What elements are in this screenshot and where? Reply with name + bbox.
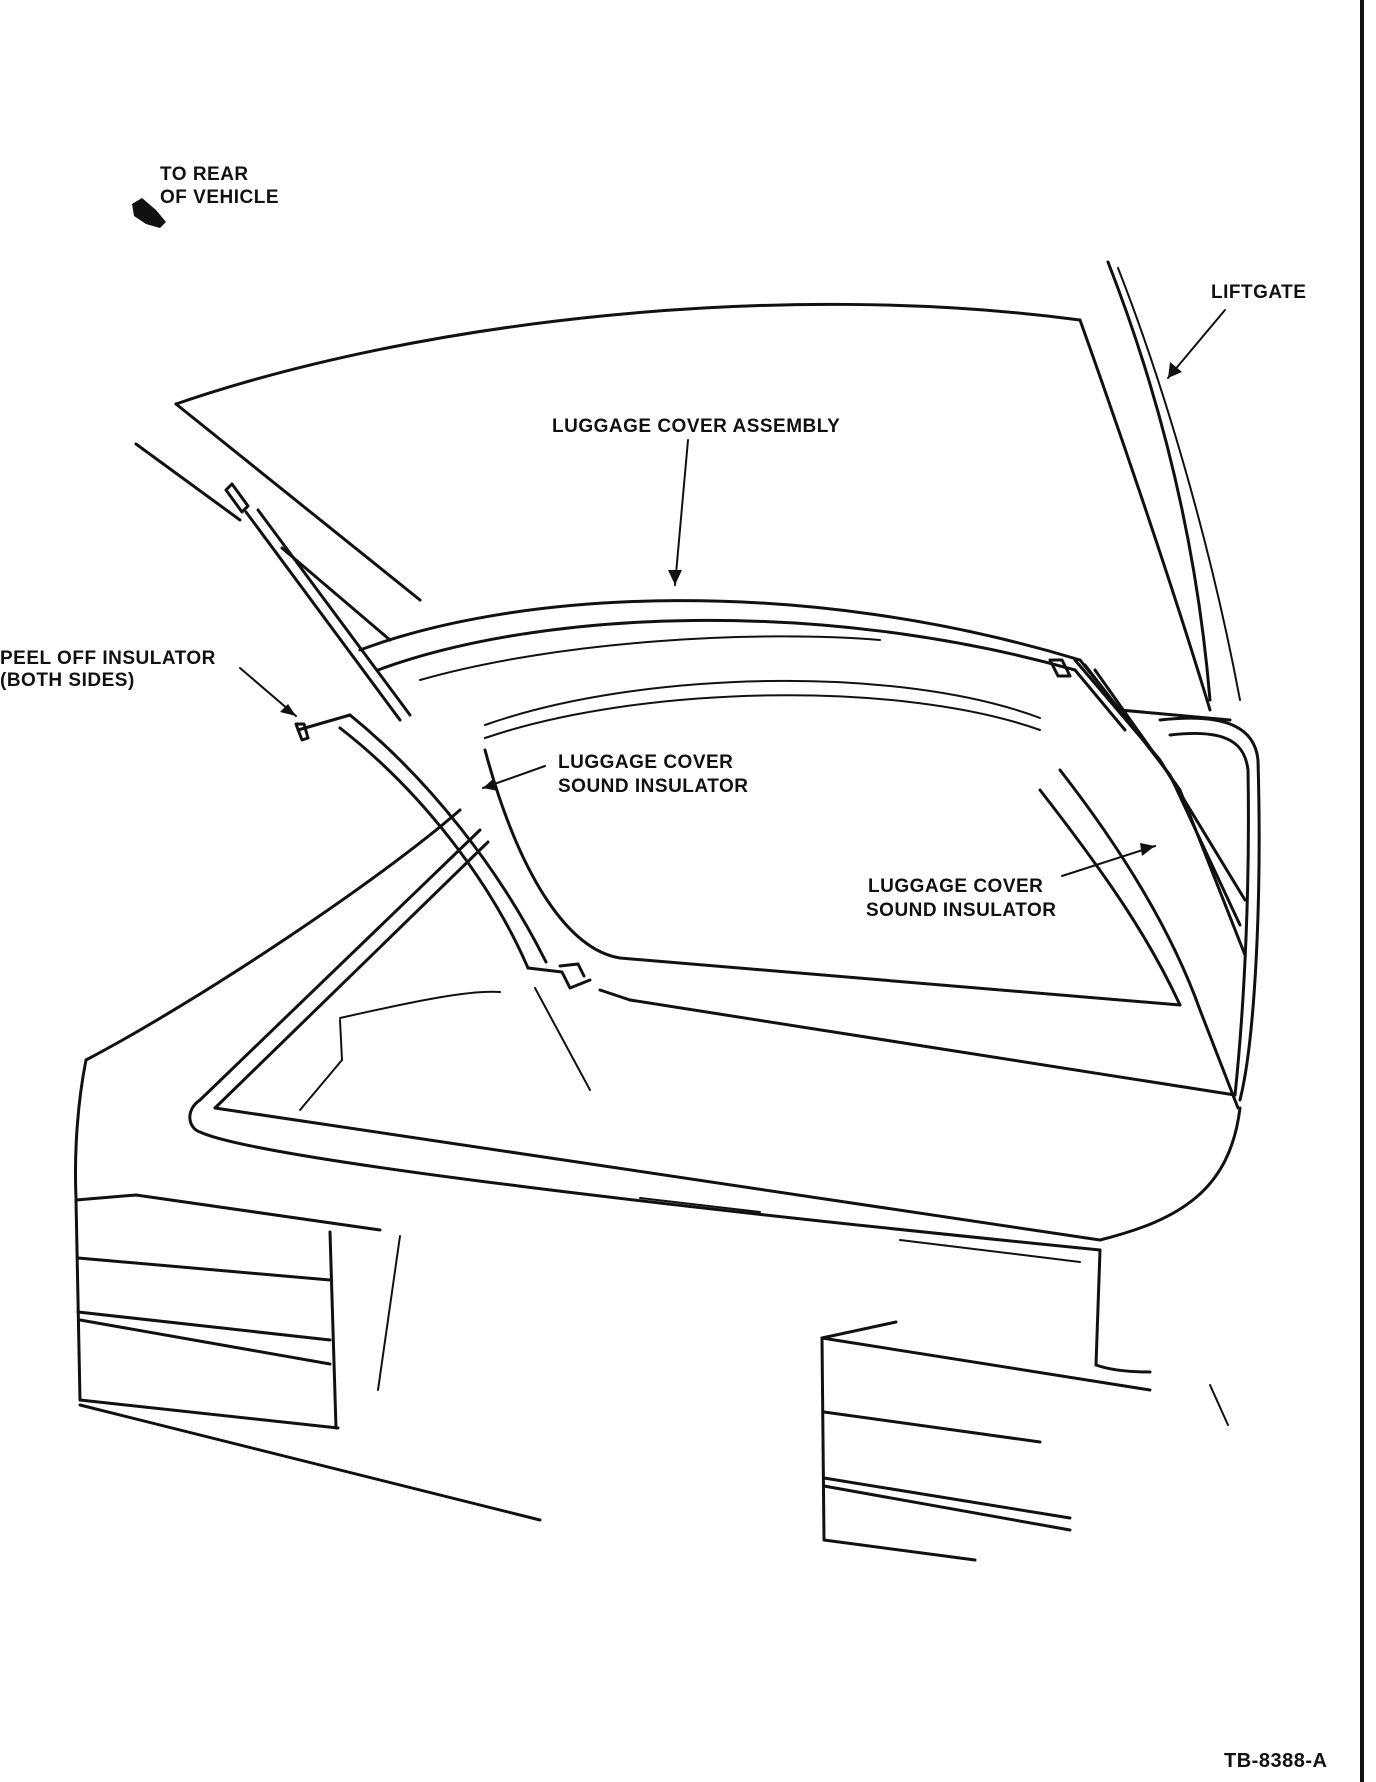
lower-body-panel	[73, 808, 1242, 1374]
figure-code: TB-8388-A	[1224, 1750, 1327, 1772]
label-luggage-cover-assembly: LUGGAGE COVER ASSEMBLY	[552, 416, 840, 437]
luggage-cover-assembly-frame	[358, 599, 1247, 1012]
liftgate-edge	[1106, 260, 1241, 702]
support-rod	[134, 442, 412, 722]
leader-arrows	[239, 309, 1226, 877]
label-sound-insulator-left-line2: SOUND INSULATOR	[558, 776, 748, 797]
left-taillight-block	[74, 1193, 542, 1522]
label-to-rear-line2: OF VEHICLE	[160, 187, 279, 208]
label-peel-off-line1: PEEL OFF INSULATOR	[0, 648, 216, 669]
peel-off-insulator-strip	[294, 713, 592, 990]
luggage-cover-upper-panel	[174, 302, 1212, 712]
label-sound-insulator-left-line1: LUGGAGE COVER	[558, 752, 733, 773]
label-sound-insulator-right-line1: LUGGAGE COVER	[868, 876, 1043, 897]
right-taillight-block	[820, 1320, 1229, 1562]
label-to-rear-line1: TO REAR	[160, 164, 249, 185]
direction-arrow-icon	[132, 198, 166, 228]
cargo-area-opening	[299, 716, 1261, 1111]
label-peel-off-line2: (BOTH SIDES)	[0, 670, 135, 691]
label-liftgate: LIFTGATE	[1211, 282, 1306, 303]
label-sound-insulator-right-line2: SOUND INSULATOR	[866, 900, 1056, 921]
